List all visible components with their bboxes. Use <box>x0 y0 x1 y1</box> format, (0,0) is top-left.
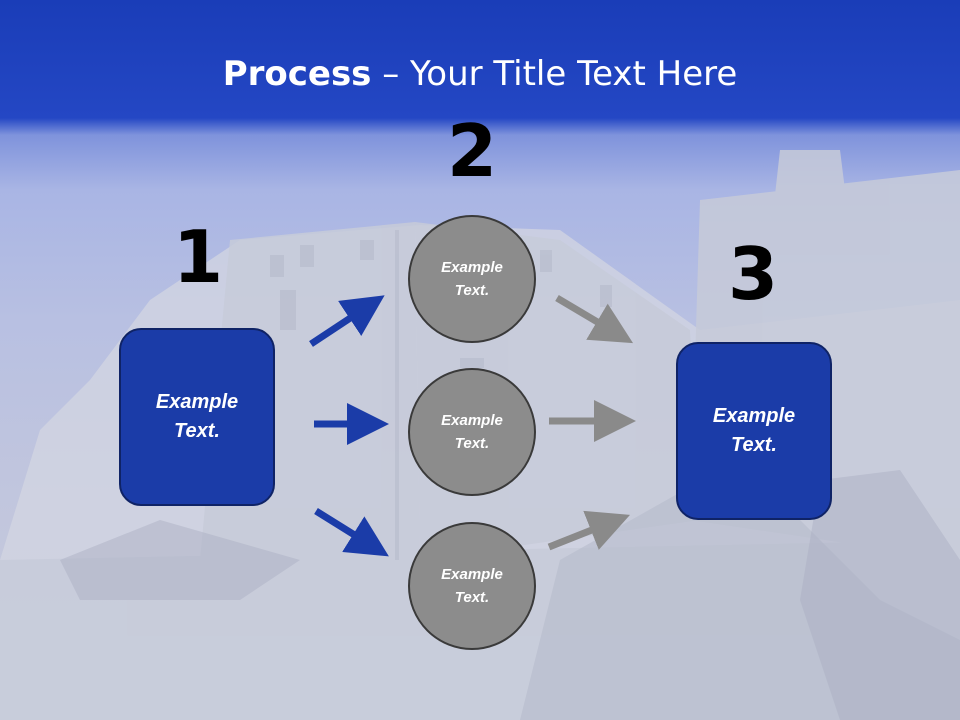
step-2-circle-bottom: Example Text. <box>408 522 536 650</box>
step-2-circle-top: Example Text. <box>408 215 536 343</box>
step-number-1: 1 <box>172 215 224 299</box>
arrow-gray-down <box>555 294 634 344</box>
step-1-text: Example Text. <box>155 391 239 442</box>
step-3-text: Example Text. <box>712 405 796 456</box>
step-number-2: 2 <box>446 109 498 193</box>
step-number-3: 3 <box>727 232 779 316</box>
step-3-box: Example Text. <box>676 342 832 520</box>
title-bold: Process <box>222 54 372 94</box>
step-2-text-top: Example Text. <box>441 259 503 299</box>
title-rest: – Your Title Text Here <box>371 54 738 94</box>
arrow-blue-down <box>314 508 389 557</box>
step-2-circle-middle: Example Text. <box>408 368 536 496</box>
arrow-gray-up <box>547 510 631 551</box>
slide-title: Process – Your Title Text Here <box>0 52 960 96</box>
step-2-text-bottom: Example Text. <box>441 566 503 606</box>
step-1-box: Example Text. <box>119 328 275 506</box>
arrow-blue-up <box>309 295 385 347</box>
step-2-text-middle: Example Text. <box>441 412 503 452</box>
